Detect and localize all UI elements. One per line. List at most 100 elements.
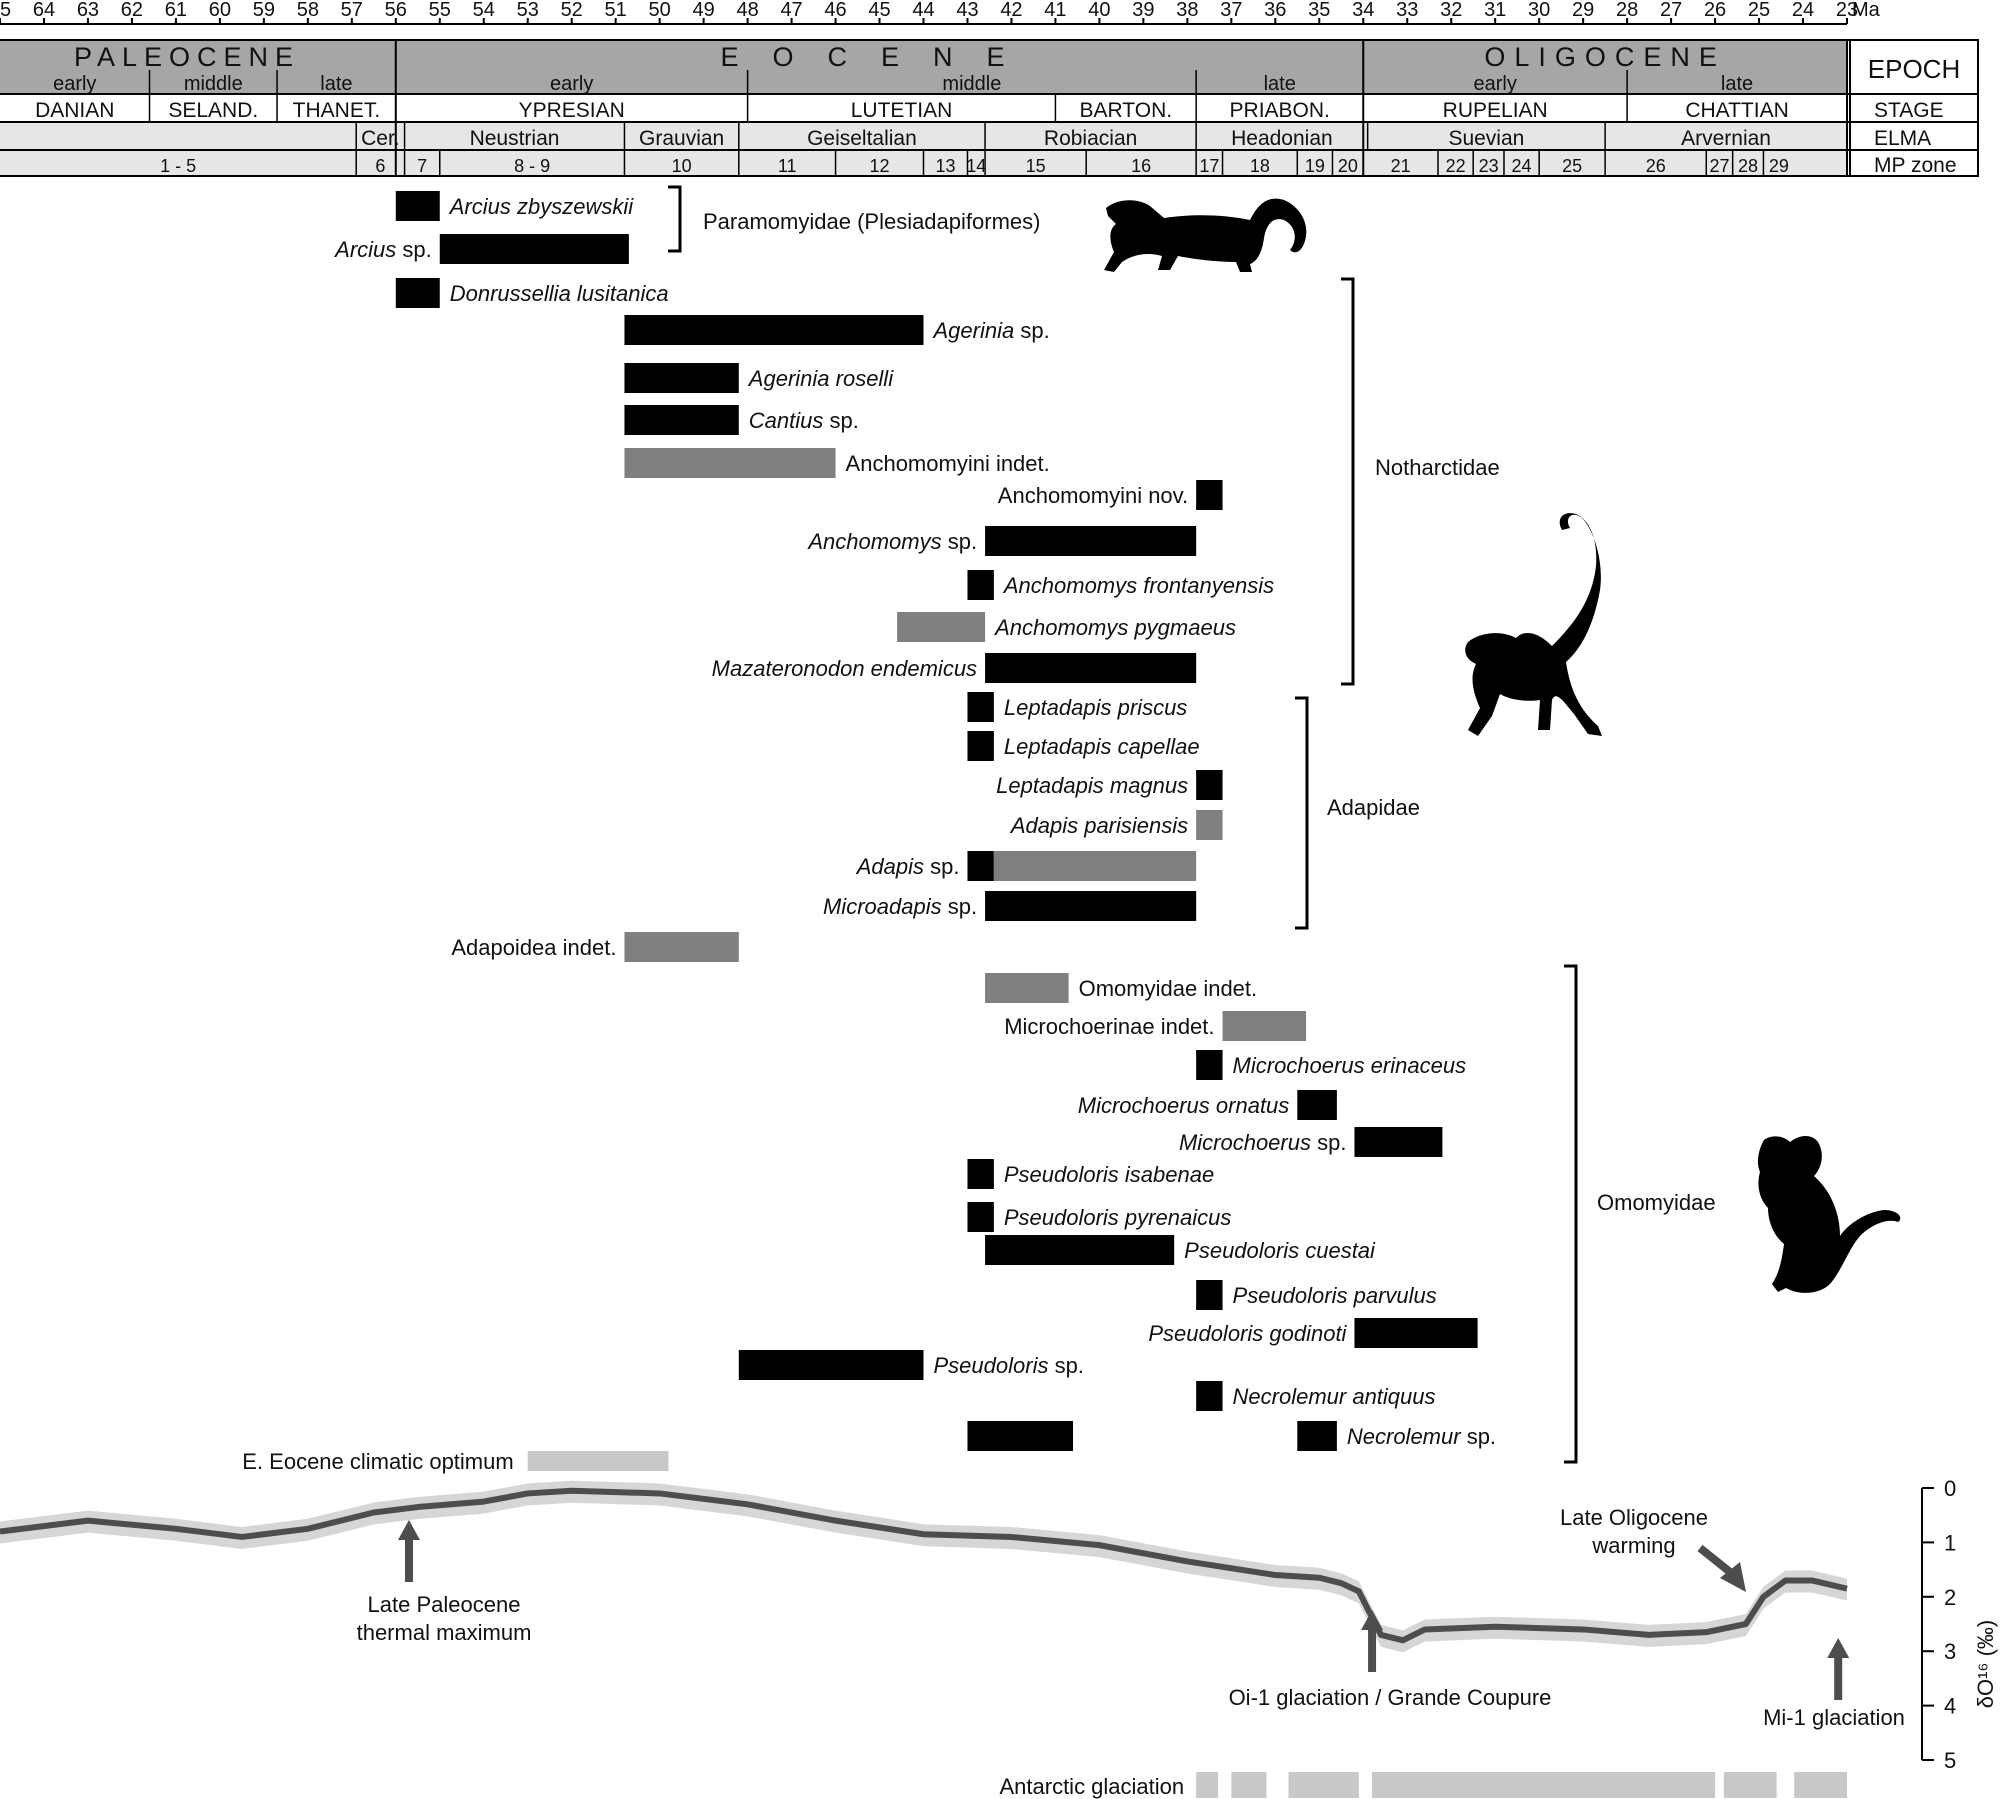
- time-axis-tick-label: 47: [780, 0, 802, 21]
- event-label: thermal maximum: [357, 1620, 532, 1645]
- subepoch-label: late: [320, 73, 352, 95]
- elma-label: Neustrian: [470, 127, 560, 150]
- time-axis-tick-label: 30: [1528, 0, 1550, 21]
- taxon-label: Cantius sp.: [749, 408, 859, 433]
- event-arrow-head: [1361, 1610, 1384, 1630]
- subepoch-label: middle: [184, 73, 243, 95]
- stage-label: THANET.: [293, 99, 381, 122]
- time-axis-tick-label: 34: [1352, 0, 1374, 21]
- time-axis: 6564636261605958575655545352515049484746…: [0, 0, 1881, 25]
- taxon-label: Leptadapis priscus: [1004, 695, 1187, 720]
- range-bar: [967, 731, 994, 761]
- elma-band: [0, 122, 1847, 150]
- stage-label: BARTON.: [1079, 99, 1172, 122]
- taxon-label: Pseudoloris cuestai: [1184, 1238, 1376, 1263]
- row-label-epoch: EPOCH: [1868, 54, 1960, 84]
- subepoch-label: early: [550, 73, 593, 95]
- group-label: Omomyidae: [1597, 1190, 1716, 1215]
- mp-zone-label: 17: [1199, 156, 1219, 176]
- range-bar: [395, 278, 440, 308]
- taxon-label: Mazateronodon endemicus: [712, 656, 977, 681]
- group-bracket: [1295, 696, 1309, 930]
- time-axis-tick-label: 46: [824, 0, 846, 21]
- time-axis-tick-label: 56: [385, 0, 407, 21]
- taxon-label: Pseudoloris godinoti: [1148, 1321, 1347, 1346]
- mp-zone-label: 8 - 9: [514, 156, 550, 176]
- range-bar: [624, 448, 836, 478]
- time-axis-tick-label: 43: [956, 0, 978, 21]
- mp-zone-label: 23: [1479, 156, 1499, 176]
- taxon-label: Anchomomyini nov.: [998, 483, 1188, 508]
- row-label-box: [1849, 39, 1979, 177]
- epoch-band: [0, 40, 1847, 94]
- subepoch-label: late: [1721, 73, 1753, 95]
- time-axis-tick-label: 60: [209, 0, 231, 21]
- range-bar: [1196, 480, 1223, 510]
- mp-zone-label: 1 - 5: [160, 156, 196, 176]
- d18o-tick-label: 4: [1944, 1694, 1956, 1719]
- elma-label: Geiseltalian: [807, 127, 917, 150]
- event-label: Late Oligocene: [1560, 1505, 1708, 1530]
- time-axis-tick-label: 64: [33, 0, 55, 21]
- lemur-silhouette-icon: [1465, 513, 1602, 736]
- time-axis-tick-label: 57: [341, 0, 363, 21]
- mp-zone-label: 13: [935, 156, 955, 176]
- taxon-label: Necrolemur antiquus: [1233, 1384, 1436, 1409]
- mp-zone-label: 28: [1738, 156, 1758, 176]
- mp-zone-label: 26: [1646, 156, 1666, 176]
- stage-label: SELAND.: [168, 99, 258, 122]
- row-label-stage: STAGE: [1874, 99, 1944, 122]
- row-label-elma: ELMA: [1874, 127, 1931, 150]
- taxon-label: Pseudoloris isabenae: [1004, 1162, 1214, 1187]
- mp-zone-label: 18: [1250, 156, 1270, 176]
- time-axis-tick-label: 37: [1220, 0, 1242, 21]
- taxon-label: Pseudoloris sp.: [934, 1353, 1084, 1378]
- elma-label: Headonian: [1231, 127, 1333, 150]
- range-bar: [967, 692, 994, 722]
- range-bar: [395, 191, 440, 221]
- range-bar: [1354, 1318, 1478, 1348]
- range-bar: [1222, 1011, 1307, 1041]
- taxon-label: Adapis parisiensis: [1009, 813, 1188, 838]
- range-bar: [985, 653, 1197, 683]
- range-bar: [624, 315, 924, 345]
- tarsier-silhouette-icon: [1757, 1136, 1901, 1293]
- time-axis-tick-label: 61: [165, 0, 187, 21]
- time-axis-tick-label: 53: [517, 0, 539, 21]
- time-axis-tick-label: 62: [121, 0, 143, 21]
- mp-zone-label: 20: [1338, 156, 1358, 176]
- range-bar: [1196, 1280, 1223, 1310]
- taxon-label: Arcius zbyszewskii: [448, 194, 634, 219]
- time-axis-tick-label: 41: [1044, 0, 1066, 21]
- antarctic-glaciation-block: [1372, 1772, 1716, 1798]
- taxon-label: Microchoerus ornatus: [1078, 1093, 1290, 1118]
- range-bar: [1196, 1381, 1223, 1411]
- stage-label: DANIAN: [35, 99, 114, 122]
- antarctic-glaciation-block: [1231, 1772, 1267, 1798]
- taxon-label: Microchoerus erinaceus: [1233, 1053, 1467, 1078]
- mp-zone-label: 11: [778, 156, 797, 176]
- time-axis-tick-label: 29: [1572, 0, 1594, 21]
- event-arrow: [1697, 1544, 1733, 1576]
- time-axis-unit: Ma: [1852, 0, 1881, 21]
- range-bar: [985, 973, 1069, 1003]
- taxon-label: Donrussellia lusitanica: [450, 281, 669, 306]
- stage-label: LUTETIAN: [851, 99, 953, 122]
- mp-zone-label: 27: [1709, 156, 1729, 176]
- time-axis-tick-label: 24: [1792, 0, 1814, 21]
- taxon-label: Agerinia sp.: [932, 318, 1050, 343]
- time-axis-tick-label: 38: [1176, 0, 1198, 21]
- d18o-tick-label: 1: [1944, 1530, 1956, 1555]
- group-label: Paramomyidae (Plesiadapiformes): [703, 209, 1040, 234]
- time-axis-tick-label: 45: [868, 0, 890, 21]
- taxon-label: Anchomomys sp.: [806, 529, 977, 554]
- elma-label: Grauvian: [639, 127, 724, 150]
- mp-zone-label: 10: [672, 156, 692, 176]
- silhouettes: [1104, 198, 1901, 1293]
- taxon-label: Microchoerus sp.: [1179, 1130, 1347, 1155]
- range-bar: [985, 891, 1197, 921]
- subepoch-label: middle: [942, 73, 1001, 95]
- time-axis-tick-label: 63: [77, 0, 99, 21]
